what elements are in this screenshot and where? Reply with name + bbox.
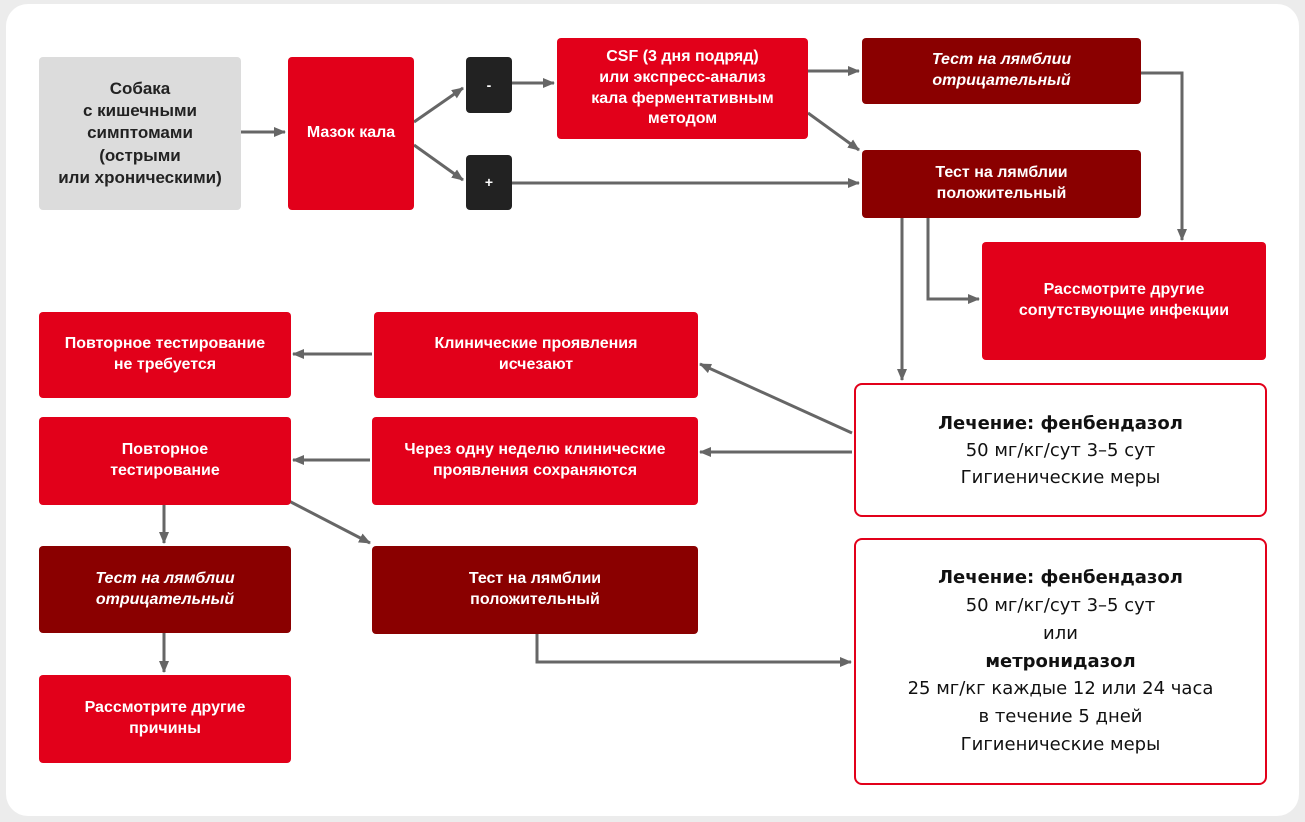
arrow-pos-test-to-other-infections xyxy=(926,218,980,304)
node-no-retest: Повторное тестирование не требуется xyxy=(39,312,291,398)
treatment1-title: Лечение: фенбендазол xyxy=(938,412,1183,434)
arrow-pos-test-to-treatment2 xyxy=(535,634,852,667)
treatment2-hygiene: Гигиенические меры xyxy=(960,734,1161,756)
node-clinical-gone: Клинические проявления исчезают xyxy=(374,312,698,398)
node-other-causes: Рассмотрите другие причины xyxy=(39,675,291,763)
node-csf-test: CSF (3 дня подряд) или экспресс-анализ к… xyxy=(557,38,808,139)
treatment2-dose: 50 мг/кг/сут 3–5 сут xyxy=(965,594,1156,616)
arrow-treatment1-to-clinical-gone xyxy=(699,362,853,435)
arrow-smear-to-pos xyxy=(413,143,464,182)
arrow-retest-to-pos-test xyxy=(286,498,371,545)
node-retest: Повторное тестирование xyxy=(39,417,291,505)
treatment2-duration: в течение 5 дней xyxy=(978,706,1143,728)
treatment1-hygiene: Гигиенические меры xyxy=(960,466,1161,488)
node-treatment-fenbendazole: Лечение: фенбендазол 50 мг/кг/сут 3–5 су… xyxy=(854,383,1267,517)
node-negative-sign: - xyxy=(466,57,512,113)
arrow-csf-to-pos-test xyxy=(807,111,860,152)
arrow-smear-to-neg xyxy=(413,86,464,124)
node-stool-smear: Мазок кала xyxy=(288,57,414,210)
arrow-neg-test-to-other-infections xyxy=(1141,71,1187,241)
node-dog-symptoms: Собака с кишечными симптомами (острыми и… xyxy=(39,57,241,210)
node-treatment-fenbendazole-or-metronidazole: Лечение: фенбендазол 50 мг/кг/сут 3–5 су… xyxy=(854,538,1267,785)
node-test-negative-bottom: Тест на лямблии отрицательный xyxy=(39,546,291,633)
treatment2-title: Лечение: фенбендазол xyxy=(938,566,1183,588)
node-test-positive-bottom: Тест на лямблии положительный xyxy=(372,546,698,634)
treatment2-dose2: 25 мг/кг каждые 12 или 24 часа xyxy=(907,678,1214,700)
treatment1-dose: 50 мг/кг/сут 3–5 сут xyxy=(965,439,1156,461)
node-other-infections: Рассмотрите другие сопутствующие инфекци… xyxy=(982,242,1266,360)
treatment2-drug2: метронидазол xyxy=(985,650,1136,672)
treatment2-or: или xyxy=(1043,622,1078,644)
node-test-positive-top: Тест на лямблии положительный xyxy=(862,150,1141,218)
node-week-persist: Через одну неделю клинические проявления… xyxy=(372,417,698,505)
node-positive-sign: + xyxy=(466,155,512,210)
node-test-negative-top: Тест на лямблии отрицательный xyxy=(862,38,1141,104)
